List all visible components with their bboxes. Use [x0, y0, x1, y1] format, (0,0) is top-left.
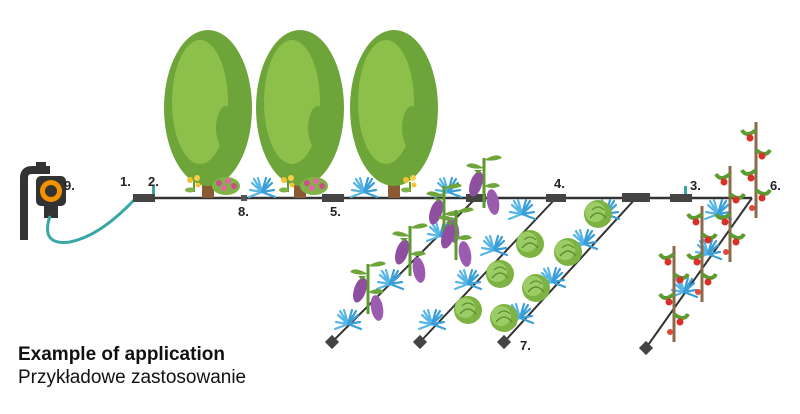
branch-line-tomato [645, 197, 753, 349]
flower-bush-icon [212, 177, 240, 195]
water-spray-icon [349, 176, 379, 199]
connector-icon [241, 195, 247, 201]
connector-icon [670, 194, 692, 202]
tomato-plant-icon [740, 120, 772, 220]
water-timer-icon [36, 176, 66, 218]
tree-icon [256, 30, 344, 198]
connector-icon [322, 194, 344, 202]
tree-icon [164, 30, 252, 198]
flower-bush-icon [300, 177, 328, 195]
label-4: 4. [554, 176, 565, 191]
garden-hose [46, 198, 136, 244]
eggplant-plant-icon [390, 221, 430, 286]
end-cap-icon [638, 340, 654, 356]
cabbage-icon [553, 237, 583, 267]
water-spray-icon [479, 234, 509, 257]
eggplant-plant-icon [436, 205, 476, 270]
label-1: 1. [120, 174, 131, 189]
label-6: 6. [770, 178, 781, 193]
water-spray-icon [507, 198, 537, 221]
label-3: 3. [690, 178, 701, 193]
cabbage-icon [485, 259, 515, 289]
connector-icon [546, 194, 566, 202]
connector-icon [622, 193, 650, 202]
cabbage-icon [583, 199, 613, 229]
caption-title: Example of application [18, 344, 225, 365]
caption: Example of application Przykładowe zasto… [18, 343, 246, 390]
water-spray-icon [375, 268, 405, 291]
label-5: 5. [330, 204, 341, 219]
connector-icon [133, 194, 155, 202]
connector-icon [684, 186, 687, 194]
cabbage-icon [521, 273, 551, 303]
label-9: 9. [64, 178, 75, 193]
connector-icon [466, 194, 486, 202]
label-7: 7. [520, 338, 531, 353]
cabbage-icon [489, 303, 519, 333]
cabbage-icon [453, 295, 483, 325]
label-8: 8. [238, 204, 249, 219]
tree-icon [350, 30, 438, 198]
tap-icon [20, 162, 50, 240]
water-spray-icon [247, 176, 277, 199]
caption-subtitle: Przykładowe zastosowanie [18, 367, 247, 388]
cabbage-icon [515, 229, 545, 259]
eggplant-plant-icon [464, 153, 504, 218]
connector-icon [152, 186, 155, 194]
water-spray-icon [453, 268, 483, 291]
label-2: 2. [148, 174, 159, 189]
